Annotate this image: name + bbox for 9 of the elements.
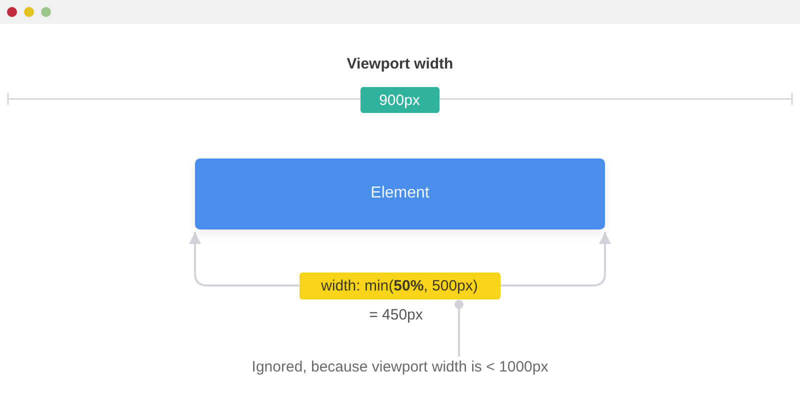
- result-text: = 450px: [369, 306, 423, 324]
- arrow: [500, 232, 611, 286]
- element-box: Element: [195, 158, 605, 229]
- measurement-tag: 900px: [360, 87, 439, 113]
- dimension-caption: Viewport width: [346, 56, 454, 72]
- arrow: [189, 232, 299, 286]
- css-rule-tag: width: min(50%, 500px): [299, 272, 500, 299]
- leader-line: [454, 300, 464, 356]
- note-text: Ignored, because viewport width is < 1000px: [252, 358, 548, 376]
